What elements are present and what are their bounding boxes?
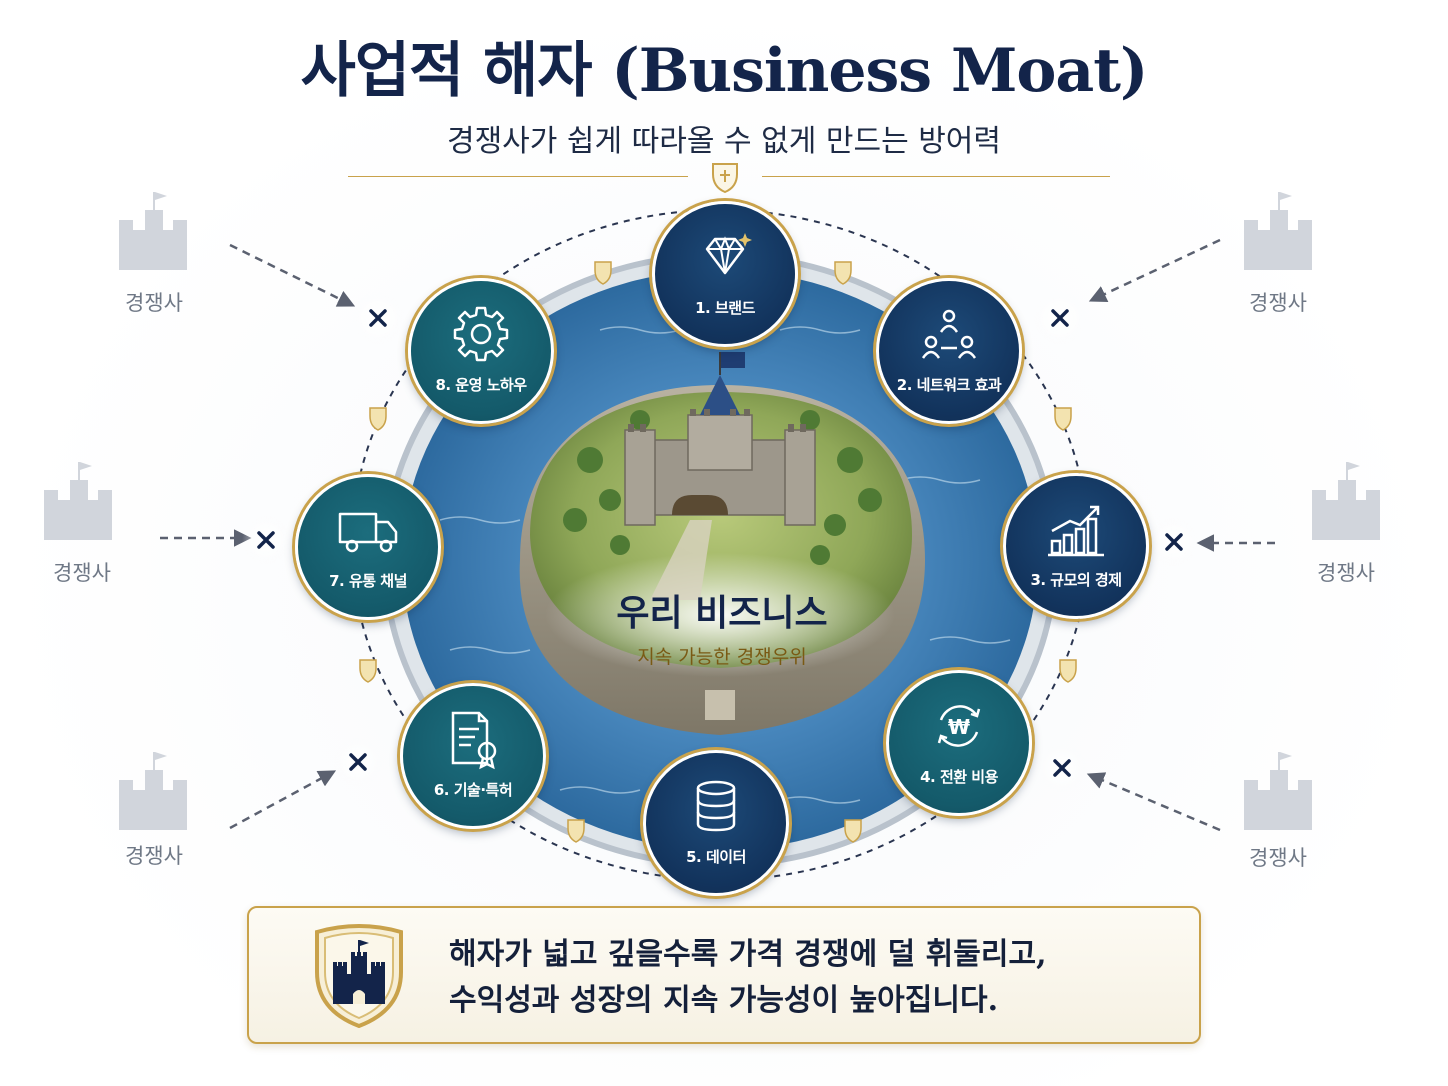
growth-chart-icon [1048, 505, 1104, 556]
island-fog [545, 553, 895, 677]
won-cycle-icon: ₩ [937, 704, 981, 747]
summary-line-1: 해자가 넓고 깊을수록 가격 경쟁에 덜 휘둘리고, [449, 937, 1047, 972]
center-subtitle: 지속 가능한 경쟁우위 [637, 646, 807, 668]
castle-shield-icon [315, 924, 403, 1028]
diamond-icon [705, 232, 752, 274]
summary-banner: 해자가 넓고 깊을수록 가격 경쟁에 덜 휘둘리고, 수익성과 성장의 지속 가… [247, 906, 1201, 1044]
patent-document-icon [451, 711, 497, 769]
divider-right [762, 176, 1110, 177]
database-icon [696, 780, 736, 831]
competitor-label: 경쟁사 [125, 844, 183, 868]
moat-label: 6. 기술·특허 [433, 780, 513, 799]
competitor-label: 경쟁사 [1249, 846, 1307, 870]
center-title: 우리 비즈니스 [616, 593, 828, 634]
moat-node-data[interactable]: 5. 데이터 [643, 750, 789, 896]
summary-line-2: 수익성과 성장의 지속 가능성이 높아집니다. [449, 983, 999, 1018]
moat-label: 2. 네트워크 효과 [896, 375, 1002, 394]
moat-node-economies-of-scale[interactable]: 3. 규모의 경제 [1003, 473, 1149, 619]
ring-shields [359, 261, 1077, 843]
moat-node-switching-cost[interactable]: ₩ 4. 전환 비용 [886, 670, 1032, 816]
svg-text:₩: ₩ [948, 715, 970, 739]
competitor-label: 경쟁사 [1317, 561, 1375, 585]
water-ripples [439, 326, 1011, 804]
moat-label: 7. 유통 채널 [329, 571, 407, 590]
network-icon [921, 309, 977, 359]
moat-label: 3. 규모의 경제 [1030, 570, 1122, 589]
moat-label: 1. 브랜드 [695, 298, 755, 317]
island-stairs [705, 690, 735, 720]
moat-label: 4. 전환 비용 [920, 767, 998, 786]
summary-text: 해자가 넓고 깊을수록 가격 경쟁에 덜 휘둘리고, 수익성과 성장의 지속 가… [449, 932, 1169, 1024]
moat-label: 5. 데이터 [686, 847, 746, 866]
competitor-label: 경쟁사 [1249, 291, 1307, 315]
moat-node-brand[interactable]: 1. 브랜드 [652, 201, 798, 347]
page-title: 사업적 해자 (Business Moat) [300, 36, 1149, 106]
castle [624, 352, 816, 526]
blocked-marks [242, 292, 1198, 792]
castle-path [650, 520, 712, 600]
divider-left [348, 176, 688, 177]
attack-arrows [160, 238, 1275, 832]
shield-icon [712, 163, 738, 194]
competitor-castles [44, 192, 1380, 830]
moat-node-network-effect[interactable]: 2. 네트워크 효과 [876, 278, 1022, 424]
moat-node-distribution-channel[interactable]: 7. 유통 채널 [295, 474, 441, 620]
moat-node-technology-patent[interactable]: 6. 기술·특허 [400, 683, 546, 829]
moat-label: 8. 운영 노하우 [435, 375, 527, 394]
page-subtitle: 경쟁사가 쉽게 따라올 수 없게 만드는 방어력 [446, 124, 1002, 159]
competitor-label: 경쟁사 [53, 561, 111, 585]
competitor-label: 경쟁사 [125, 291, 183, 315]
gear-icon [453, 306, 509, 361]
moat-node-operational-know-how[interactable]: 8. 운영 노하우 [408, 278, 554, 424]
truck-icon [338, 512, 398, 552]
